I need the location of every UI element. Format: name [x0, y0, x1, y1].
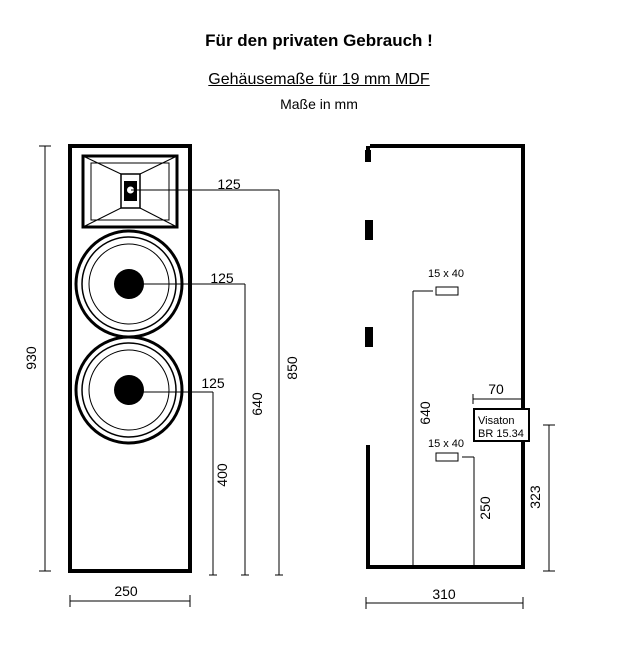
port-lower [435, 452, 459, 462]
dimension-terminal-height [543, 424, 555, 572]
side-depth-label: 310 [432, 586, 456, 602]
woofer-lower [74, 335, 184, 445]
horn-offset-label: 125 [217, 176, 241, 192]
page-subtitle: Gehäusemaße für 19 mm MDF [208, 71, 430, 88]
dimension-front-width [69, 595, 191, 607]
dimension-port-lower-height [462, 456, 475, 567]
port-lower-size-label: 15 x 40 [428, 438, 464, 450]
horn-height-label: 850 [284, 356, 300, 380]
woofer-lower-height-label: 400 [214, 463, 230, 487]
port-upper [435, 286, 459, 296]
page-title: Für den privaten Gebrauch ! [205, 31, 433, 50]
dimension-woofer-lower-height [129, 391, 217, 576]
front-view: 930 250 125 850 125 640 125 [23, 144, 300, 607]
units-note: Maße in mm [280, 96, 358, 112]
front-cabinet-outline [68, 144, 192, 573]
woofer-lower-offset-label: 125 [201, 375, 225, 391]
terminal-box [473, 408, 530, 442]
dimension-woofer-upper-height [129, 283, 249, 576]
side-view: 15 x 40 640 15 x 40 250 70 Visaton BR 15… [365, 144, 555, 609]
dimension-side-depth [365, 597, 524, 609]
dimension-terminal-offset [472, 394, 523, 404]
terminal-brand-label: Visaton [478, 415, 515, 427]
dimension-horn-height [131, 189, 283, 576]
woofer-upper-offset-label: 125 [210, 270, 234, 286]
terminal-model-label: BR 15.34 [478, 428, 524, 440]
front-height-label: 930 [23, 346, 39, 370]
port-upper-size-label: 15 x 40 [428, 268, 464, 280]
port-upper-height-label: 640 [417, 401, 433, 425]
horn-tweeter [81, 154, 179, 229]
dimension-port-upper-height [412, 290, 433, 567]
dimension-front-height [39, 145, 51, 572]
terminal-height-label: 323 [527, 485, 543, 509]
baffle-markers [365, 150, 373, 347]
terminal-offset-label: 70 [488, 381, 504, 397]
port-lower-height-label: 250 [477, 496, 493, 520]
side-cabinet-outline [366, 144, 525, 569]
woofer-upper-height-label: 640 [249, 392, 265, 416]
front-width-label: 250 [114, 583, 138, 599]
